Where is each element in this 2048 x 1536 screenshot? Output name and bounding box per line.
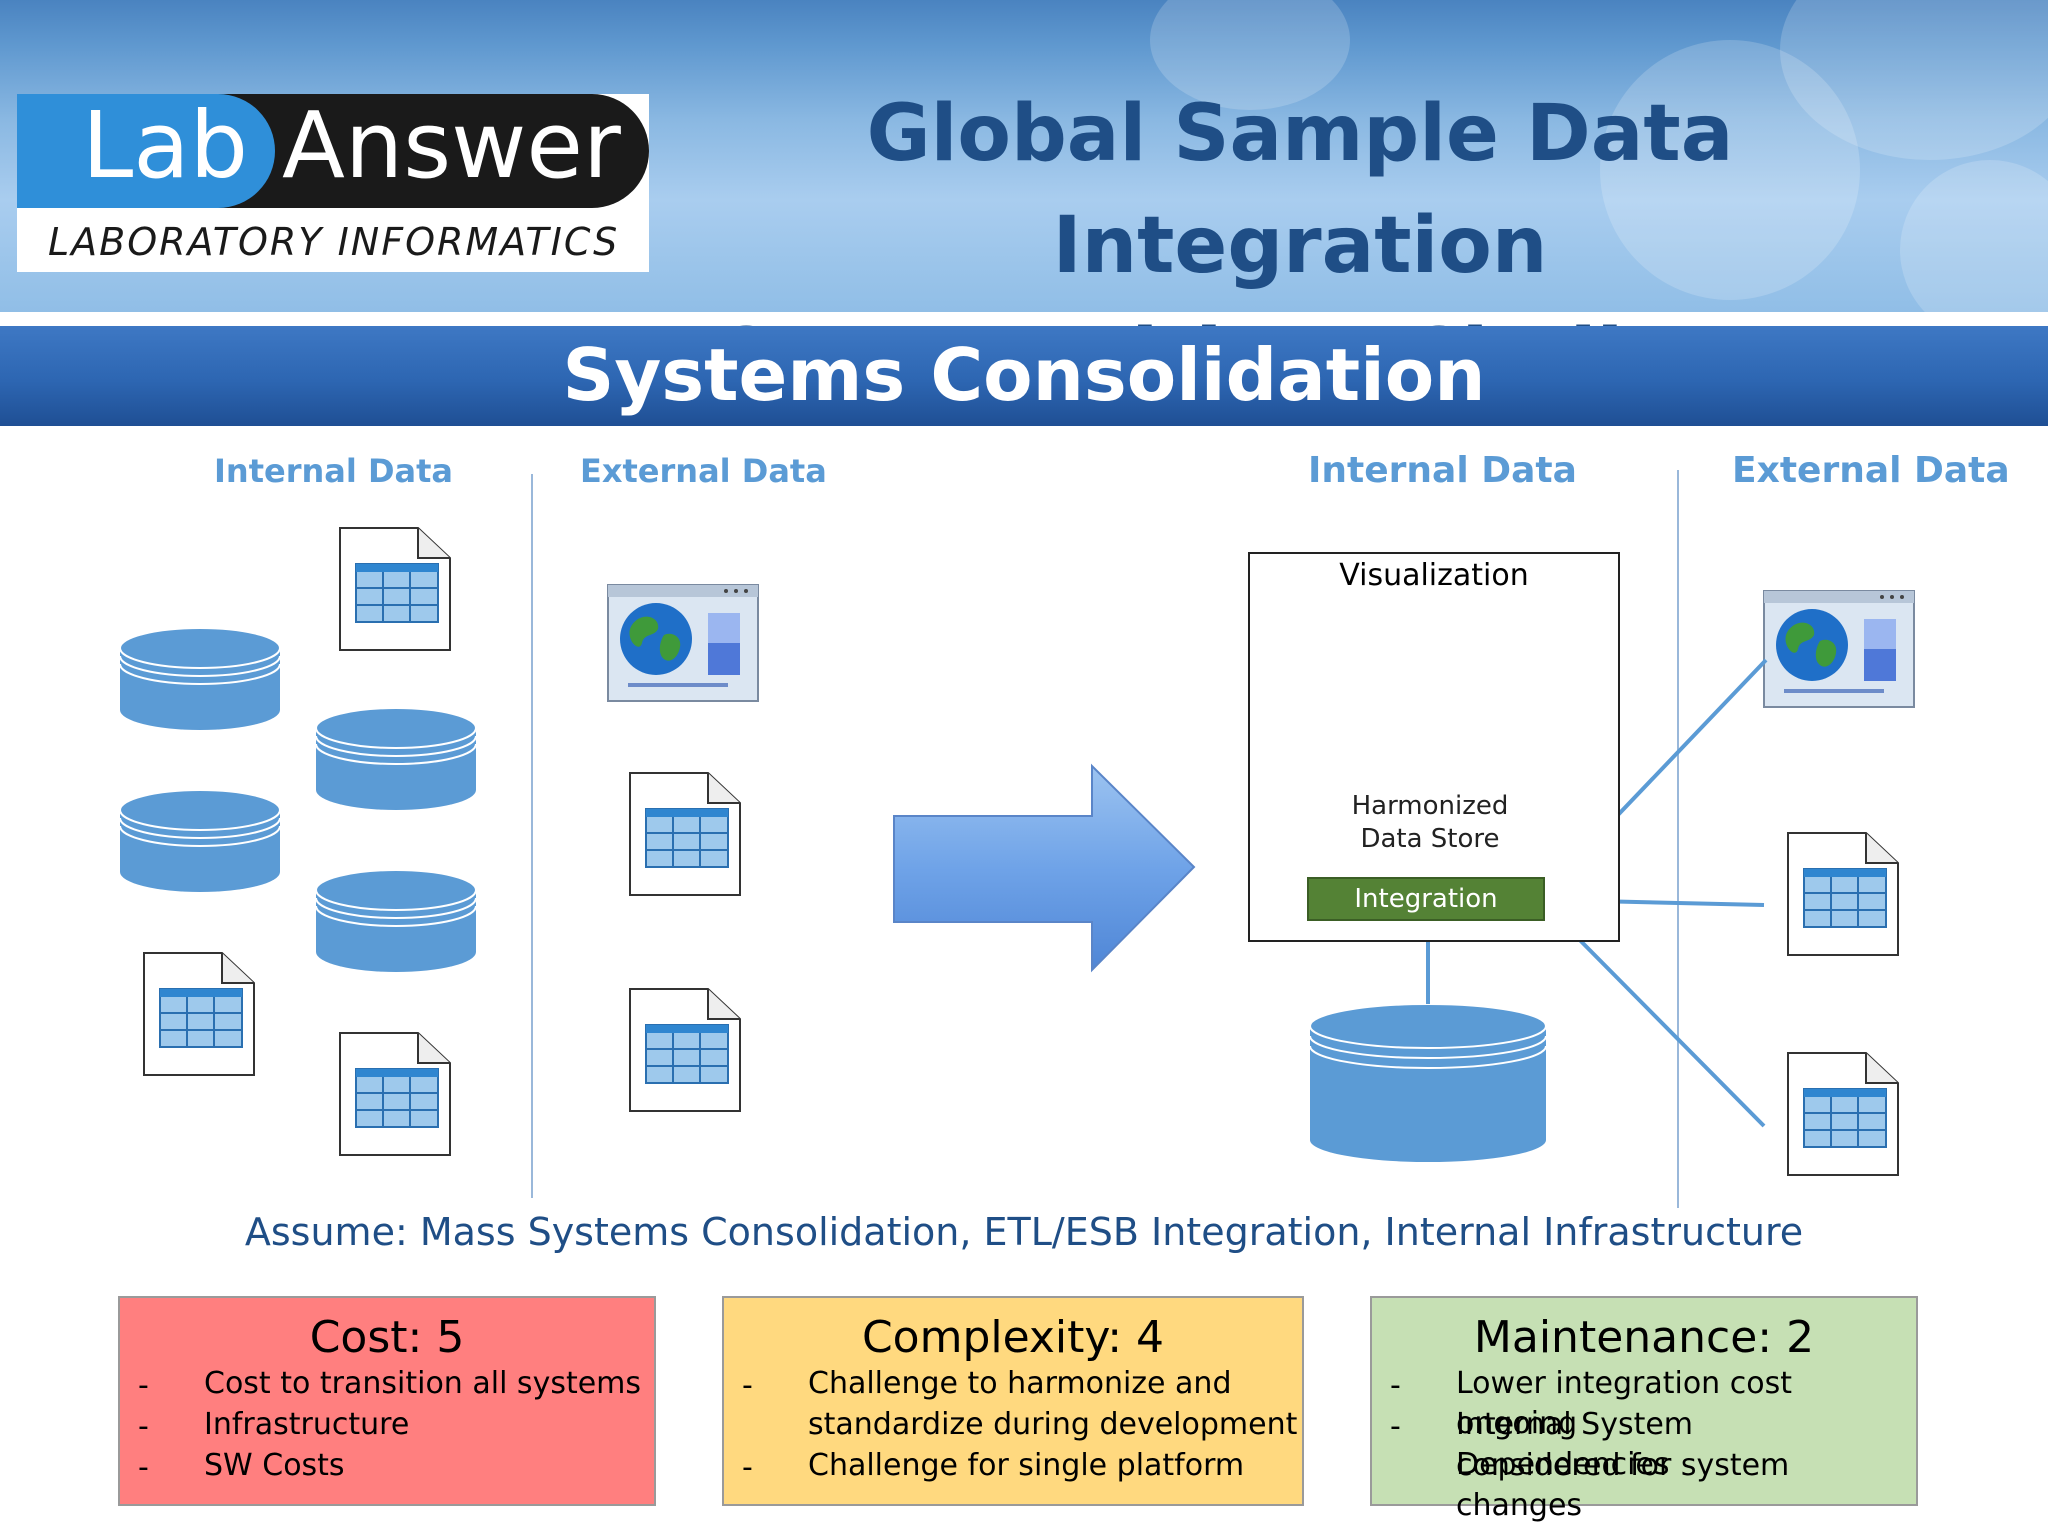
bullet-dash: - <box>1390 1409 1401 1444</box>
card-title: Cost: 5 <box>309 1312 465 1363</box>
card-item: SW Costs <box>204 1448 345 1483</box>
bullet-dash: - <box>1390 1368 1401 1403</box>
data-store-label: Harmonized Data Store <box>1290 790 1570 856</box>
database-icon <box>119 627 281 731</box>
database-icon <box>315 707 477 811</box>
right-internal-data-label: Internal Data <box>1308 450 1577 491</box>
assumption-text: Assume: Mass Systems Consolidation, ETL/… <box>244 1210 1804 1254</box>
logo-word-answer: Answer <box>282 92 621 199</box>
logo-lab-pill <box>17 94 275 208</box>
left-column-divider <box>531 474 533 1198</box>
globe-window-icon <box>1763 590 1915 708</box>
card-item: Infrastructure <box>204 1407 410 1442</box>
complexity-card: Complexity: 4 - Challenge to harmonize a… <box>722 1296 1304 1506</box>
section-bar <box>0 326 2048 426</box>
banner-divider <box>0 312 2048 320</box>
section-title: Systems Consolidation <box>562 333 1486 417</box>
maintenance-card: Maintenance: 2 - Lower integration cost … <box>1370 1296 1918 1523</box>
logo-word-lab: Lab <box>82 92 249 199</box>
logo-tagline: LABORATORY INFORMATICS <box>48 220 620 264</box>
table-document-icon <box>629 772 741 896</box>
table-document-icon <box>339 1032 451 1156</box>
data-store-label-line-2: Data Store <box>1360 824 1500 854</box>
card-item: standardize during development <box>808 1407 1298 1442</box>
table-document-icon <box>339 527 451 651</box>
right-external-data-label: External Data <box>1732 450 2010 491</box>
title-line-1: Global Sample Data Integration <box>866 89 1734 291</box>
database-icon <box>315 869 477 973</box>
right-arrow-icon <box>893 763 1196 973</box>
bullet-dash: - <box>138 1409 149 1444</box>
left-external-data-label: External Data <box>580 452 827 490</box>
bullet-dash: - <box>742 1450 753 1485</box>
table-document-icon <box>1787 832 1899 956</box>
bullet-dash: - <box>742 1368 753 1403</box>
integration-box: Integration <box>1307 877 1545 921</box>
card-title: Complexity: 4 <box>861 1312 1165 1363</box>
data-store-label-line-1: Harmonized <box>1351 791 1509 821</box>
globe-window-icon <box>607 584 759 702</box>
table-document-icon <box>143 952 255 1076</box>
card-item: considered for system changes <box>1456 1448 1790 1523</box>
card-item: Internal System Dependencies <box>1456 1407 1694 1482</box>
database-icon <box>119 789 281 893</box>
visualization-label: Visualization <box>1339 558 1529 593</box>
table-document-icon <box>1787 1052 1899 1176</box>
card-item: Cost to transition all systems <box>204 1366 642 1401</box>
card-item: Challenge to harmonize and <box>808 1366 1232 1401</box>
right-column-divider <box>1677 470 1679 1208</box>
database-icon <box>1309 1003 1547 1162</box>
bullet-dash: - <box>138 1450 149 1485</box>
connector-arrow <box>1552 912 1766 1128</box>
left-internal-data-label: Internal Data <box>214 452 453 490</box>
bullet-dash: - <box>138 1368 149 1403</box>
table-document-icon <box>629 988 741 1112</box>
cost-card: Cost: 5 - Cost to transition all systems… <box>118 1296 656 1506</box>
card-item: Challenge for single platform <box>808 1448 1245 1483</box>
card-item: Lower integration cost ongoing <box>1456 1366 1792 1441</box>
card-title: Maintenance: 2 <box>1473 1312 1815 1363</box>
